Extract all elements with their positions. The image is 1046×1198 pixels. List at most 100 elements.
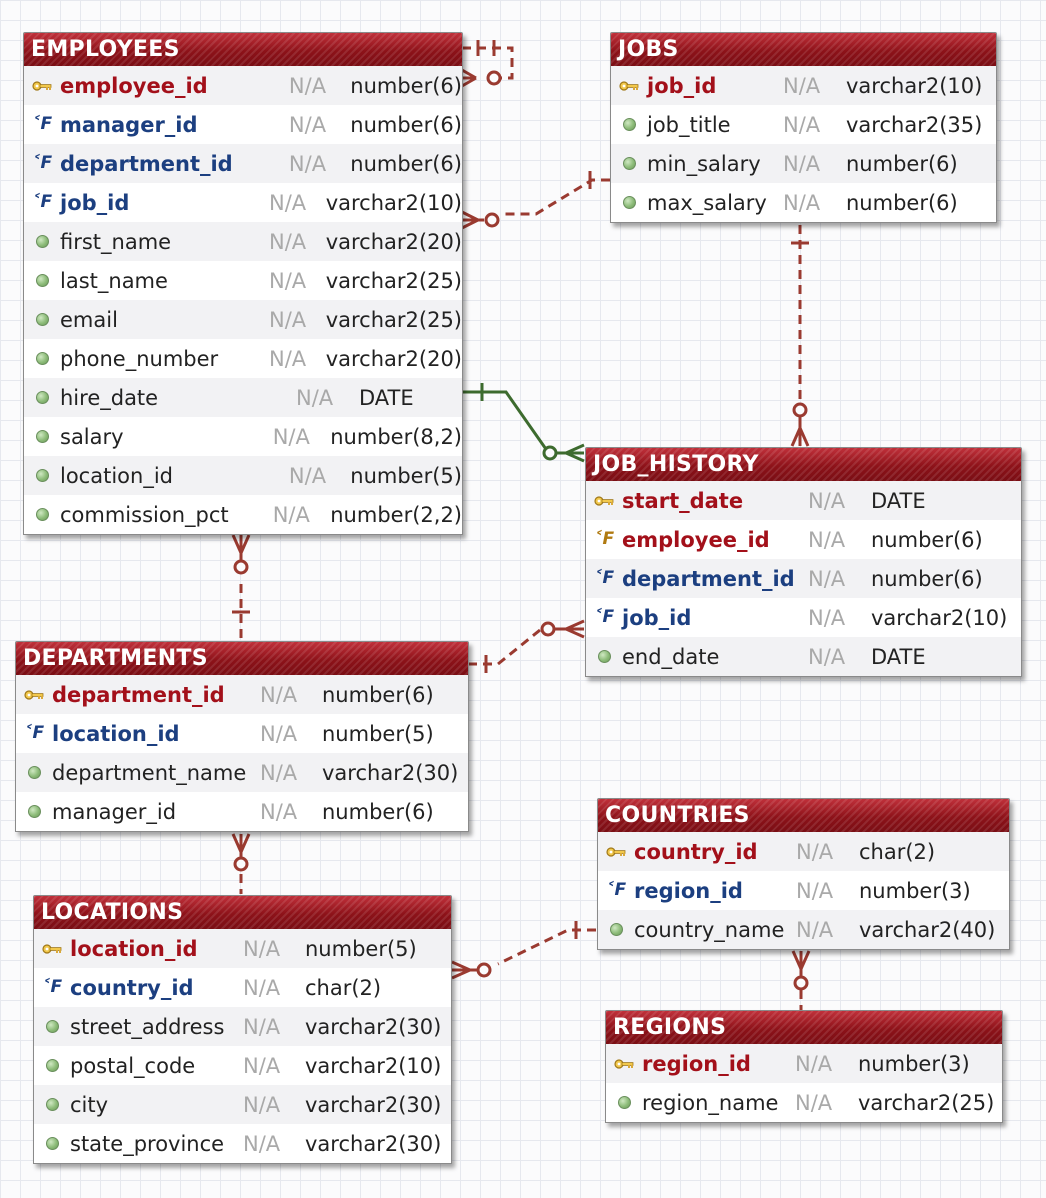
column-dot-icon <box>30 391 54 404</box>
column-nullable: N/A <box>260 799 298 824</box>
column-type: number(6) <box>350 73 462 98</box>
column-name: max_salary <box>647 190 767 215</box>
column-type: number(6) <box>322 799 434 824</box>
column-row[interactable]: manager_id N/A number(6) <box>16 792 468 831</box>
column-dot-icon <box>30 235 54 248</box>
rel-departments-employees <box>231 534 251 640</box>
column-type: DATE <box>871 644 926 669</box>
column-dot-icon <box>40 1020 64 1033</box>
column-type: number(6) <box>871 566 983 591</box>
column-row[interactable]: employee_id N/A number(6) <box>24 66 462 105</box>
column-name: region_id <box>642 1051 751 1076</box>
column-dot-icon <box>617 118 641 131</box>
foreign-key-icon: ˂F <box>31 153 53 173</box>
column-type: number(6) <box>846 151 958 176</box>
column-type: varchar2(10) <box>325 190 462 215</box>
table-title: COUNTRIES <box>598 799 1009 832</box>
foreign-key-icon: ˂F <box>41 977 63 997</box>
column-type: varchar2(30) <box>305 1014 442 1039</box>
column-type: varchar2(30) <box>322 760 459 785</box>
primary-foreign-key-icon: ˂F <box>593 529 615 549</box>
column-row[interactable]: max_salary N/A number(6) <box>611 183 996 222</box>
column-dot-icon <box>617 196 641 209</box>
column-nullable: N/A <box>808 488 846 513</box>
column-type: number(6) <box>846 190 958 215</box>
column-name: country_id <box>634 839 758 864</box>
column-name: manager_id <box>52 799 177 824</box>
column-nullable: N/A <box>808 566 846 591</box>
table-title: JOBS <box>611 33 996 66</box>
column-type: DATE <box>871 488 926 513</box>
column-nullable: N/A <box>243 1014 281 1039</box>
column-name: location_id <box>70 936 198 961</box>
column-row[interactable]: start_date N/A DATE <box>586 481 1021 520</box>
column-nullable: N/A <box>288 73 327 98</box>
column-nullable: N/A <box>243 936 281 961</box>
column-type: number(6) <box>871 527 983 552</box>
foreign-key-icon: ˂F <box>593 568 615 588</box>
column-row[interactable]: street_address N/A varchar2(30) <box>34 1007 451 1046</box>
column-nullable: N/A <box>269 190 307 215</box>
column-nullable: N/A <box>269 307 307 332</box>
column-type: varchar2(10) <box>871 605 1008 630</box>
column-name: country_id <box>70 975 194 1000</box>
column-nullable: N/A <box>796 878 834 903</box>
column-nullable: N/A <box>269 229 307 254</box>
column-name: end_date <box>622 644 720 669</box>
column-name: start_date <box>622 488 744 513</box>
column-dot-icon <box>30 430 54 443</box>
rel-employees-manager <box>461 40 514 88</box>
column-nullable: N/A <box>783 190 821 215</box>
column-nullable: N/A <box>795 1090 833 1115</box>
column-name: street_address <box>70 1014 225 1039</box>
column-type: number(6) <box>350 151 462 176</box>
column-nullable: N/A <box>288 463 327 488</box>
column-nullable: N/A <box>783 112 821 137</box>
column-type: varchar2(30) <box>305 1131 442 1156</box>
column-name: employee_id <box>60 73 208 98</box>
column-dot-icon <box>604 923 628 936</box>
